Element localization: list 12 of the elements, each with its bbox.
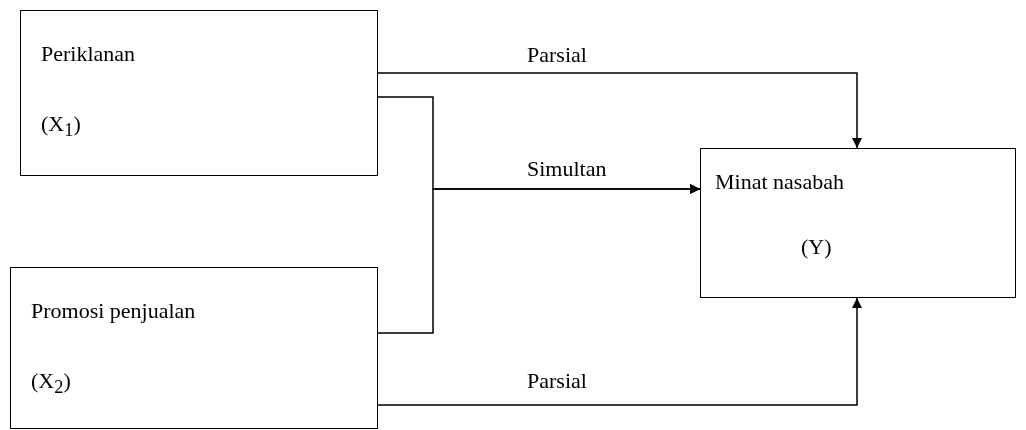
variable-symbol: (Y) — [801, 234, 832, 260]
variable-symbol: (X$_{1}$) — [41, 111, 81, 142]
connector-arrow — [377, 297, 862, 406]
variable-box — [10, 267, 378, 429]
variable-symbol: (X$_{2}$) — [31, 368, 71, 399]
connector-arrow — [377, 72, 862, 149]
variable-name: Promosi penjualan — [31, 298, 196, 324]
variable-name: Periklanan — [41, 41, 136, 67]
variable-name: Minat nasabah — [715, 169, 844, 195]
variable-box — [20, 10, 378, 176]
connector-arrow — [377, 184, 701, 334]
variable-box — [700, 148, 1016, 298]
